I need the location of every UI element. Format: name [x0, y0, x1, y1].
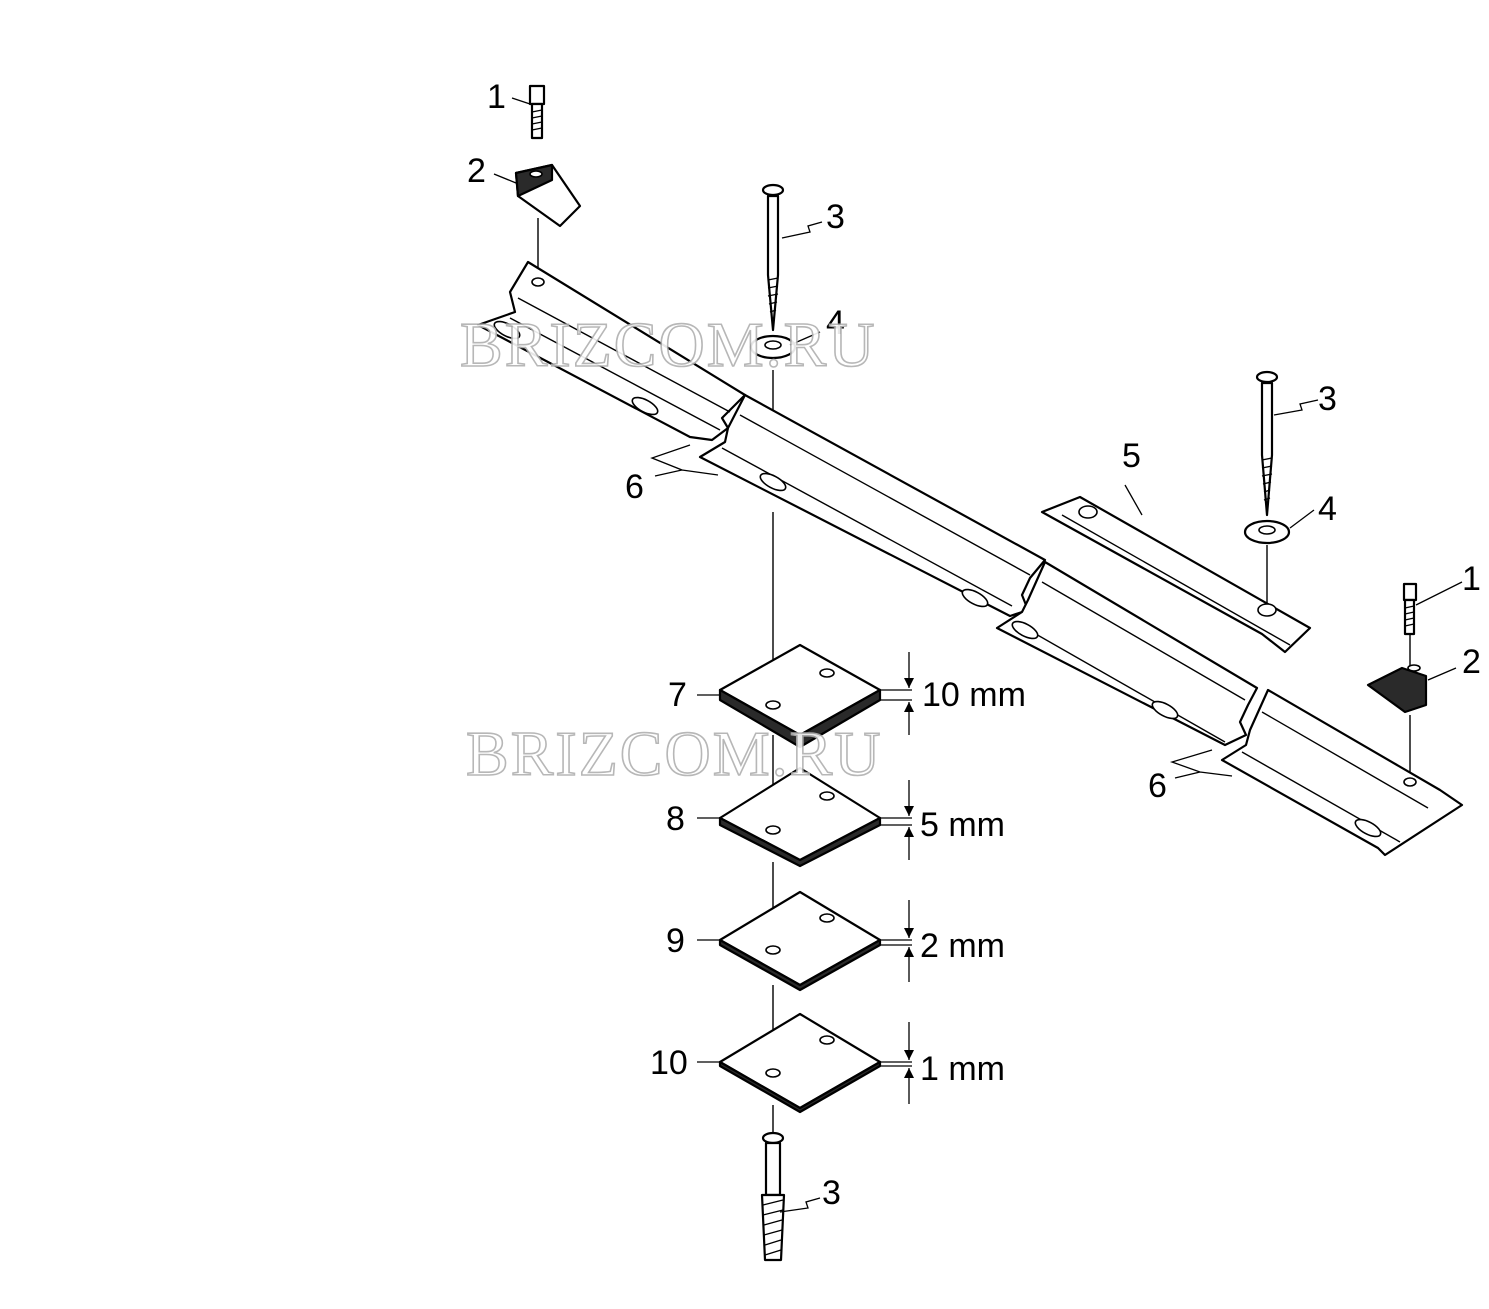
callout-1-top-left: 1 — [487, 78, 506, 116]
watermarks: BRIZCOM.RU BRIZCOM.RU — [459, 308, 883, 790]
thickness-label-7: 10 mm — [922, 676, 1026, 714]
watermark-upper: BRIZCOM.RU — [460, 309, 877, 380]
thickness-label-10: 1 mm — [920, 1050, 1005, 1088]
callout-2-top-left: 2 — [467, 152, 486, 190]
rail-section-far-right — [1220, 688, 1464, 857]
watermark-lower: BRIZCOM.RU — [466, 718, 883, 789]
wood-screw-center — [761, 183, 785, 332]
rail-section-right — [995, 560, 1259, 747]
washer-center — [749, 334, 797, 360]
dimension-marks — [880, 652, 914, 1104]
end-block-top-left — [514, 163, 582, 228]
callout-3-bottom: 3 — [822, 1174, 841, 1212]
end-block-far-right — [1366, 664, 1428, 714]
cap-screw-far-right — [1402, 582, 1418, 636]
callout-9: 9 — [666, 922, 685, 960]
wood-screw-right — [1255, 370, 1279, 517]
thickness-labels: 10 mm 5 mm 2 mm 1 mm — [920, 676, 1026, 1088]
callout-8: 8 — [666, 800, 685, 838]
dim-1mm — [880, 1022, 914, 1104]
thickness-label-8: 5 mm — [920, 806, 1005, 844]
callout-3-center: 3 — [826, 198, 845, 236]
callout-10: 10 — [650, 1044, 688, 1082]
shim-1mm — [718, 1012, 882, 1114]
callout-7: 7 — [668, 676, 687, 714]
rail-section-center — [698, 393, 1047, 618]
dim-2mm — [880, 900, 914, 982]
assembly-axes — [537, 218, 1411, 1135]
cover-strip — [1040, 495, 1312, 654]
callout-3-right: 3 — [1318, 380, 1337, 418]
callout-4-center: 4 — [826, 304, 845, 342]
callout-4-right: 4 — [1318, 490, 1337, 528]
callout-2-far-right: 2 — [1462, 643, 1481, 681]
rail-section-left — [476, 260, 747, 442]
wall-plug-screw-bottom — [760, 1131, 786, 1262]
callout-5-cover: 5 — [1122, 437, 1141, 475]
thickness-label-9: 2 mm — [920, 927, 1005, 965]
callout-6-right: 6 — [1148, 767, 1167, 805]
leader-lines — [493, 97, 1463, 1213]
callout-1-far-right: 1 — [1462, 560, 1481, 598]
dim-10mm — [880, 652, 914, 735]
callout-labels: 1 2 3 4 6 5 3 4 1 2 6 7 8 9 10 3 — [467, 78, 1481, 1212]
washer-right — [1243, 519, 1291, 545]
cap-screw-top-left — [528, 84, 546, 140]
shim-2mm — [718, 890, 882, 992]
dim-5mm — [880, 780, 914, 860]
callout-6-left: 6 — [625, 468, 644, 506]
